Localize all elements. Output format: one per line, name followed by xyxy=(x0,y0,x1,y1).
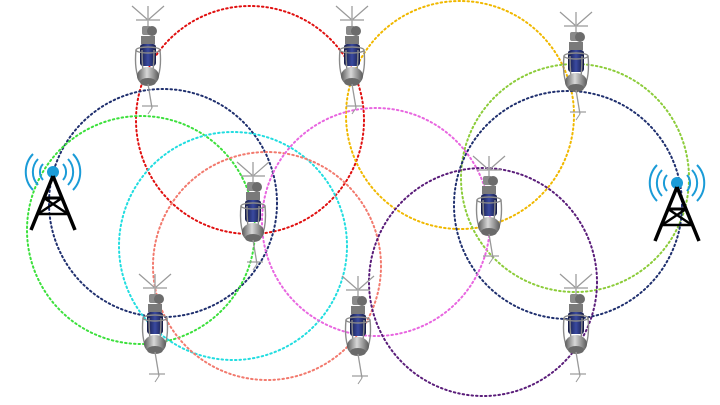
range-cyan xyxy=(118,131,348,361)
range-salmon xyxy=(152,151,382,381)
range-purple xyxy=(368,167,598,397)
streetlight-sensor-node-icon xyxy=(138,273,172,383)
streetlight-sensor-node-icon xyxy=(131,5,165,115)
sensor-nodes xyxy=(131,5,593,385)
cell-towers xyxy=(24,152,706,243)
range-navy-right xyxy=(453,90,683,320)
range-navy-left xyxy=(48,88,278,318)
range-yellow xyxy=(345,0,575,230)
streetlight-sensor-node-icon xyxy=(559,11,593,121)
range-red xyxy=(135,5,365,235)
streetlight-sensor-node-icon xyxy=(335,5,369,115)
